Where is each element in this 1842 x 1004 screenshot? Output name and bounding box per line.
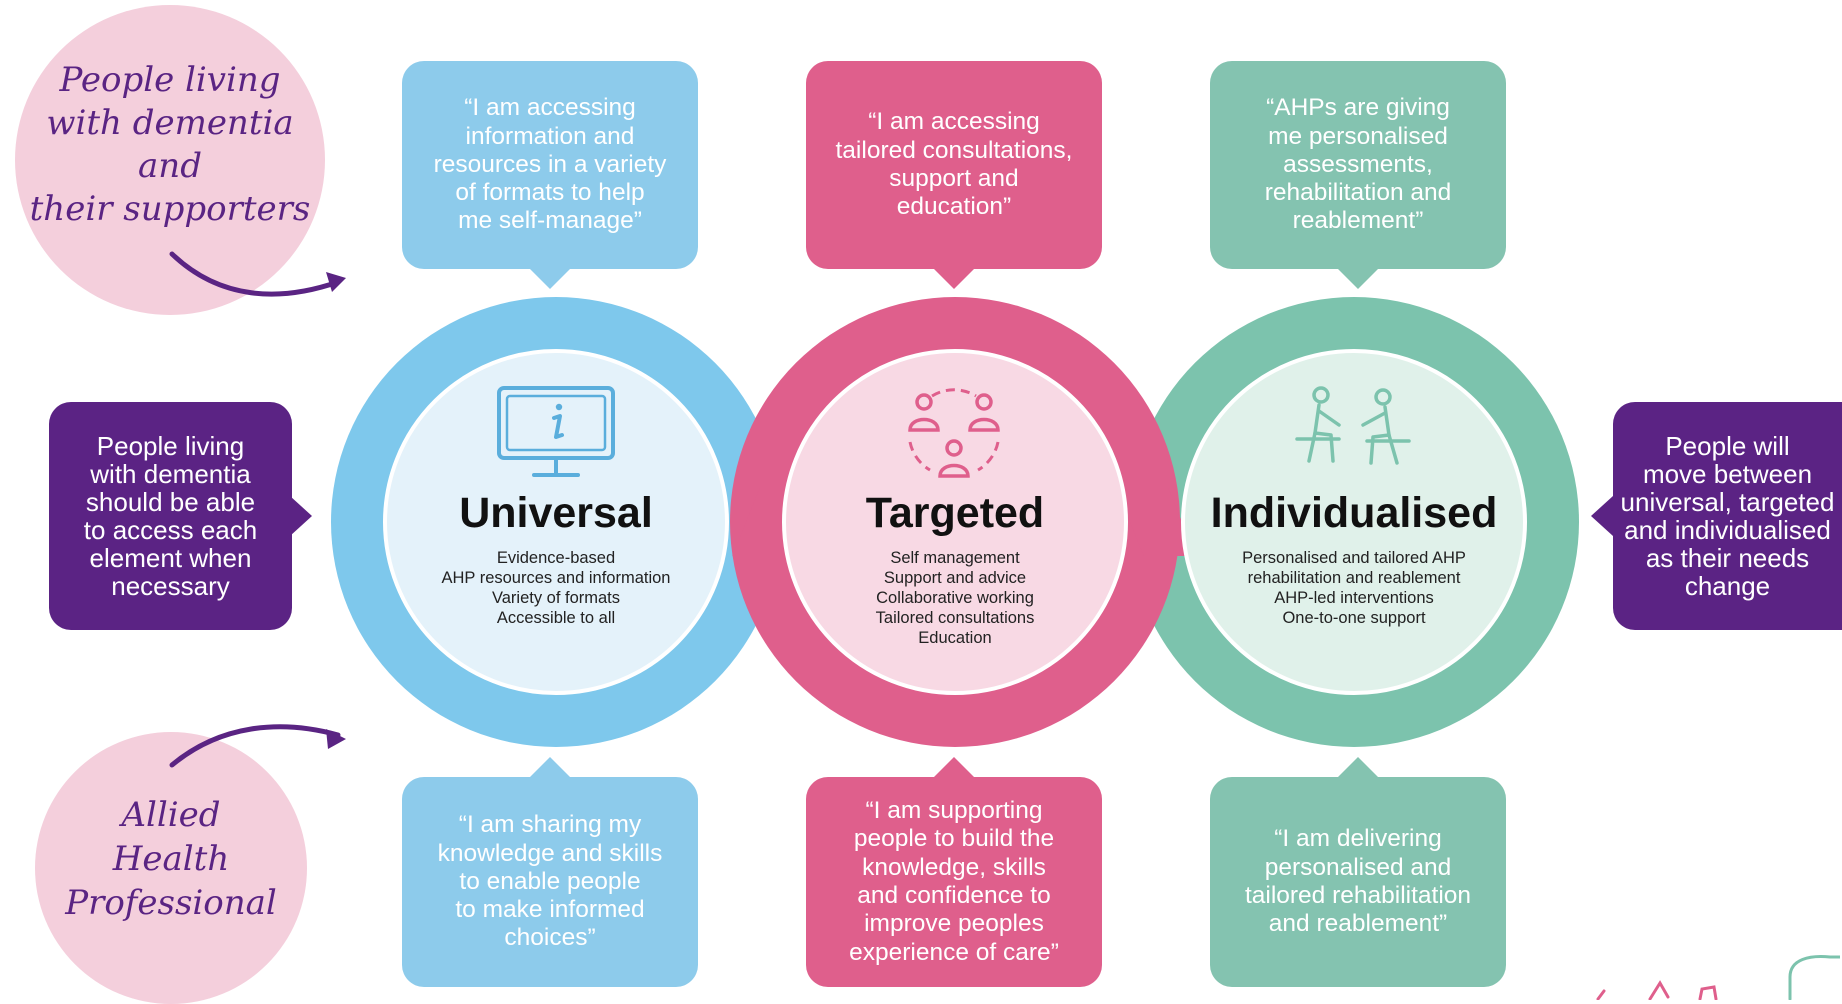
quote-line: personalised and <box>1264 853 1452 881</box>
quote-line: to enable people <box>459 867 641 895</box>
right-note-line: and individualised <box>1624 515 1831 545</box>
universal-item: Accessible to all <box>496 609 616 627</box>
arrow-icon-top <box>169 251 346 297</box>
people-group-icon <box>908 388 1000 478</box>
universal-content: Universal Evidence-based AHP resources a… <box>386 488 726 628</box>
individualised-title: Individualised <box>1210 489 1498 537</box>
individualised-inner-circle <box>1181 349 1527 695</box>
left-note-line: with dementia <box>90 459 251 489</box>
right-note-line: as their needs <box>1645 543 1810 573</box>
targeted-item: Collaborative working <box>876 589 1034 607</box>
quote-line: people to build the <box>853 825 1055 853</box>
individualised-item: rehabilitation and reablement <box>1247 569 1461 587</box>
people-label-line-3: their supporters <box>29 189 311 229</box>
quote-line: education” <box>896 193 1012 221</box>
left-note-box: People living with dementia should be ab… <box>49 402 292 630</box>
universal-item: Variety of formats <box>491 589 621 607</box>
quote-line: and reablement” <box>1268 910 1448 938</box>
targeted-quote-bottom: “I am supporting people to build the kno… <box>806 757 1102 987</box>
individualised-item: One-to-one support <box>1282 609 1426 627</box>
left-note-line: People living <box>96 431 245 461</box>
information-monitor-icon <box>497 386 615 477</box>
ahp-label-line-2: Health <box>112 839 230 879</box>
quote-line: “I am accessing <box>464 94 636 122</box>
left-note-line: to access each <box>83 515 258 545</box>
individualised-quote-bottom: “I am delivering personalised and tailor… <box>1210 757 1506 987</box>
ahp-label-line-3: Professional <box>65 883 277 923</box>
quote-line: information and <box>465 122 635 150</box>
quote-line: knowledge and skills <box>437 839 663 867</box>
quote-line: of formats to help <box>455 179 645 207</box>
people-label-line-2: with dementia and <box>46 103 294 186</box>
quote-line: assessments, <box>1283 150 1433 178</box>
targeted-item: Tailored consultations <box>875 609 1035 627</box>
arrow-icon-bottom <box>169 724 346 768</box>
quote-line: me personalised <box>1268 122 1448 150</box>
left-note-line: element when <box>89 543 252 573</box>
quote-line: “I am delivering <box>1274 825 1442 853</box>
right-note-line: move between <box>1642 459 1813 489</box>
targeted-item: Support and advice <box>883 569 1027 587</box>
right-note-box: People will move between universal, targ… <box>1613 402 1842 630</box>
universal-title: Universal <box>459 489 653 537</box>
targeted-item: Education <box>918 629 992 647</box>
right-note-line: universal, targeted <box>1620 487 1835 517</box>
quote-line: “I am sharing my <box>458 811 642 839</box>
ahp-label-line-1: Allied <box>121 795 221 835</box>
individualised-item: AHP-led interventions <box>1274 589 1434 607</box>
right-note-line: People will <box>1665 431 1790 461</box>
individualised-quote-top: “AHPs are giving me personalised assessm… <box>1210 61 1506 289</box>
right-note-pointer <box>1591 496 1613 536</box>
quote-line: me self-manage” <box>458 207 642 235</box>
quote-line: and confidence to <box>857 882 1051 909</box>
targeted-quote-top: “I am accessing tailored consultations, … <box>806 61 1102 289</box>
quote-line: reablement” <box>1292 207 1424 235</box>
quote-line: experience of care” <box>849 938 1059 966</box>
people-living-with-dementia-badge: People living with dementia and their su… <box>15 5 325 315</box>
individualised-item: Personalised and tailored AHP <box>1242 549 1466 567</box>
right-note-line: change <box>1684 571 1771 601</box>
universal-item: AHP resources and information <box>441 569 671 587</box>
quote-line: rehabilitation and <box>1264 179 1452 207</box>
quote-line: choices” <box>504 924 596 952</box>
quote-line: knowledge, skills <box>862 853 1046 881</box>
quote-line: tailored consultations, <box>835 136 1073 164</box>
targeted-item: Self management <box>890 549 1020 567</box>
allied-health-professional-badge: Allied Health Professional <box>35 732 307 1004</box>
quote-line: to make informed <box>455 896 645 924</box>
universal-item: Evidence-based <box>496 549 616 567</box>
individualised-content: Individualised Personalised and tailored… <box>1184 488 1524 628</box>
left-note-line: necessary <box>111 571 230 601</box>
targeted-content: Targeted Self management Support and adv… <box>785 488 1125 648</box>
corner-doodle-icon <box>1596 955 1840 1000</box>
left-note-pointer <box>290 496 312 536</box>
left-note-line: should be able <box>85 487 256 517</box>
one-to-one-consultation-icon <box>1295 386 1411 465</box>
targeted-title: Targeted <box>865 489 1045 537</box>
people-label-line-1: People living <box>59 60 281 100</box>
quote-line: improve peoples <box>864 910 1044 938</box>
quote-line: “AHPs are giving <box>1266 94 1450 122</box>
targeted-inner-circle <box>782 349 1128 695</box>
universal-quote-top: “I am accessing information and resource… <box>402 61 698 289</box>
quote-line: “I am accessing <box>868 108 1040 136</box>
quote-line: tailored rehabilitation <box>1244 882 1472 909</box>
quote-line: resources in a variety <box>433 150 667 178</box>
quote-line: support and <box>889 165 1019 192</box>
quote-line: “I am supporting <box>865 797 1043 825</box>
universal-quote-bottom: “I am sharing my knowledge and skills to… <box>402 757 698 987</box>
